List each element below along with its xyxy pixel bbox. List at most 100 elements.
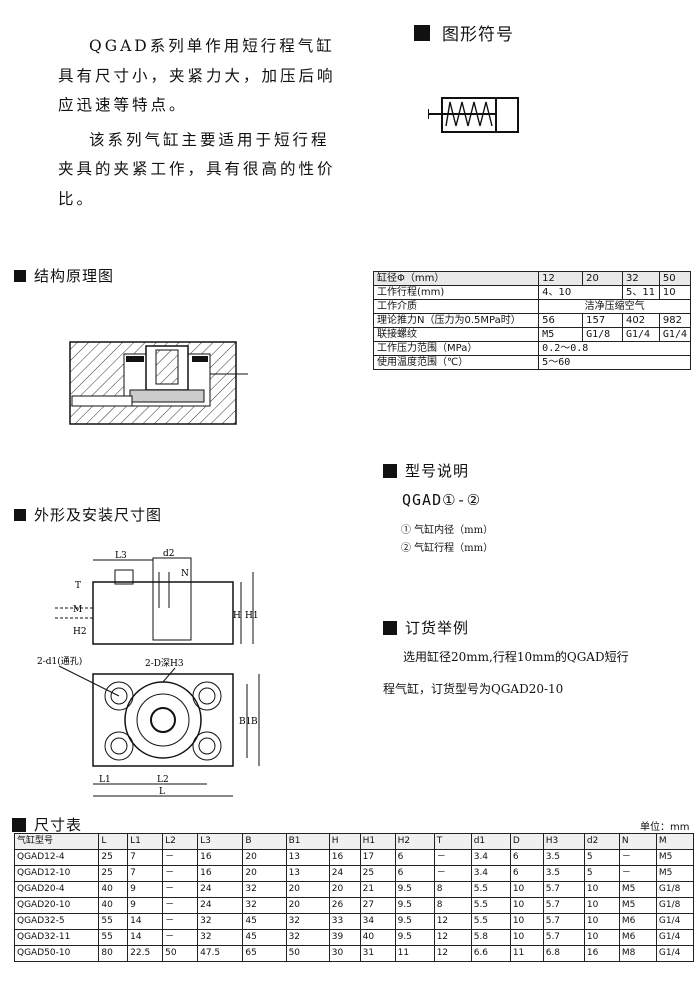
table-header-cell: T <box>433 833 472 850</box>
table-cell: 8 <box>433 897 472 914</box>
table-cell: M5 <box>618 897 657 914</box>
table-cell: 5.5 <box>470 913 511 930</box>
square-bullet-icon <box>14 508 26 521</box>
table-cell: 65 <box>242 945 287 962</box>
table-cell: 6 <box>509 865 544 882</box>
structure-heading: 结构原理图 <box>14 265 114 286</box>
unit-label: 单位：mm <box>640 822 690 833</box>
symbol-heading: 图形符号 <box>414 20 514 45</box>
table-cell: 50 <box>162 945 199 962</box>
table-cell: 3.5 <box>542 865 585 882</box>
table-cell: 25 <box>359 865 396 882</box>
spec-table: 缸径Φ（mm） 12 20 32 50 工作行程(mm) 4、10 5、11 1… <box>372 271 692 370</box>
table-cell: 34 <box>359 913 396 930</box>
table-cell: 20 <box>328 881 361 898</box>
table-cell: 32 <box>242 881 287 898</box>
table-row: 使用温度范围（℃） 5～60 <box>372 355 691 370</box>
square-bullet-icon <box>14 269 26 282</box>
table-cell: 6 <box>394 865 435 882</box>
table-cell: 32 <box>197 929 244 946</box>
table-cell: QGAD32-5 <box>13 913 100 930</box>
svg-text:H1: H1 <box>245 611 259 621</box>
table-cell: 40 <box>98 897 129 914</box>
order-heading: 订货举例 <box>383 617 469 638</box>
table-cell: 6 <box>394 849 435 866</box>
table-cell: 7 <box>127 849 164 866</box>
model-code: QGAD①-② <box>402 491 482 509</box>
intro-text: QGAD系列单作用短行程气缸具有尺寸小，夹紧力大，加压后响应迅速等特点。 该系列… <box>58 32 338 214</box>
table-cell: 27 <box>359 897 396 914</box>
svg-text:H: H <box>233 611 241 621</box>
table-cell: 80 <box>98 945 129 962</box>
table-cell: 11 <box>509 945 544 962</box>
table-cell: 11 <box>394 945 435 962</box>
table-cell: 14 <box>127 929 164 946</box>
table-cell: 21 <box>359 881 396 898</box>
table-cell: 16 <box>197 865 244 882</box>
table-cell: 9.5 <box>394 929 435 946</box>
table-cell: G1/4 <box>655 929 695 946</box>
table-cell: M6 <box>618 913 657 930</box>
table-cell: QGAD12-4 <box>13 849 100 866</box>
table-header-cell: H1 <box>359 833 396 850</box>
table-cell: 5.7 <box>542 897 585 914</box>
table-cell: 10 <box>583 881 620 898</box>
table-cell: 13 <box>285 865 330 882</box>
table-cell: 5 <box>583 849 620 866</box>
table-cell: 5.8 <box>470 929 511 946</box>
table-cell: 14 <box>127 913 164 930</box>
svg-text:M: M <box>73 605 82 615</box>
table-cell: QGAD20-4 <box>13 881 100 898</box>
square-bullet-icon <box>414 24 430 41</box>
table-cell: G1/4 <box>655 945 695 962</box>
svg-text:L: L <box>159 787 165 797</box>
table-header-cell: H3 <box>542 833 585 850</box>
table-cell: － <box>162 897 199 914</box>
table-cell: 5.7 <box>542 913 585 930</box>
table-cell: G1/8 <box>655 881 695 898</box>
table-cell: 9.5 <box>394 897 435 914</box>
model-note-1: ① 气缸内径（mm） <box>401 525 494 536</box>
table-row: 工作介质 洁净压缩空气 <box>372 299 691 314</box>
table-cell: 7 <box>127 865 164 882</box>
table-cell: 9.5 <box>394 881 435 898</box>
svg-text:L2: L2 <box>157 775 169 785</box>
table-cell: － <box>433 849 472 866</box>
intro-paragraph-2: 该系列气缸主要适用于短行程夹具的夹紧工作，具有很高的性价比。 <box>58 130 336 208</box>
table-cell: QGAD20-10 <box>13 897 100 914</box>
table-cell: 12 <box>433 913 472 930</box>
table-row: 联接螺纹 M5 G1/8 G1/4 G1/4 <box>372 327 692 342</box>
table-cell: 31 <box>359 945 396 962</box>
table-cell: 24 <box>197 897 244 914</box>
table-cell: 40 <box>359 929 396 946</box>
table-cell: 6.6 <box>470 945 511 962</box>
table-cell: 25 <box>98 865 129 882</box>
table-cell: － <box>162 881 199 898</box>
table-cell: 33 <box>328 913 361 930</box>
table-cell: M5 <box>655 865 695 882</box>
table-cell: 9 <box>127 881 164 898</box>
table-cell: 32 <box>285 913 330 930</box>
table-cell: 10 <box>509 897 544 914</box>
table-cell: 8 <box>433 881 472 898</box>
table-cell: M5 <box>655 849 695 866</box>
table-header-cell: M <box>655 833 695 850</box>
table-header-cell: L1 <box>127 833 164 850</box>
table-cell: M6 <box>618 929 657 946</box>
table-cell: 16 <box>583 945 620 962</box>
table-cell: 10 <box>583 897 620 914</box>
cylinder-symbol-diagram <box>428 97 519 133</box>
table-cell: 10 <box>583 913 620 930</box>
table-header-cell: d2 <box>583 833 620 850</box>
svg-text:L1: L1 <box>99 775 111 785</box>
table-cell: 5.7 <box>542 929 585 946</box>
order-text-line-1: 选用缸径20mm,行程10mm的QGAD短行 <box>403 650 629 664</box>
table-cell: 24 <box>328 865 361 882</box>
table-header-cell: H <box>328 833 361 850</box>
table-cell: 20 <box>242 849 287 866</box>
